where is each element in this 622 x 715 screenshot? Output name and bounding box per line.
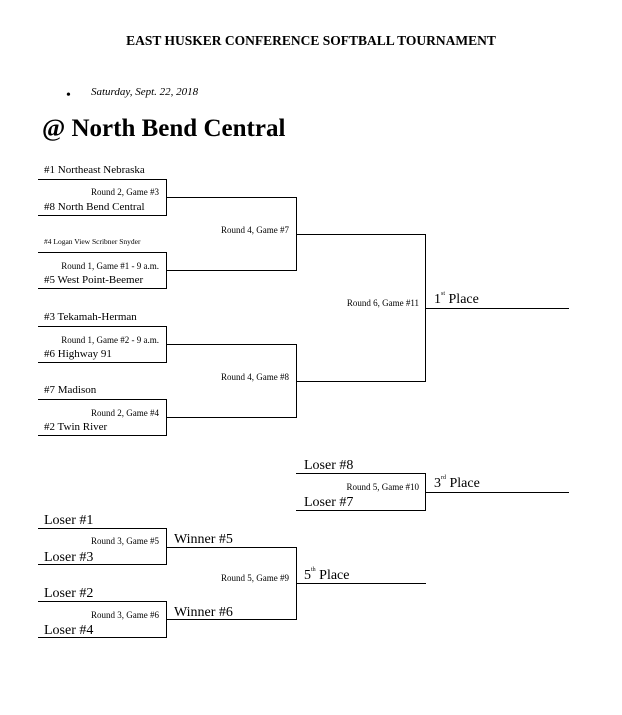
- fifth-place-line: [296, 583, 426, 584]
- team-4: #4 Logan View Scribner Snyder: [44, 237, 141, 246]
- team-3: #3 Tekamah-Herman: [44, 311, 137, 323]
- first-place-num: 1: [434, 292, 441, 307]
- game-9-label: Round 5, Game #9: [221, 573, 289, 583]
- bracket-line: [166, 344, 296, 345]
- team-8: #8 North Bend Central: [44, 201, 145, 213]
- fifth-place-sup: th: [311, 567, 316, 573]
- game-2-label: Round 1, Game #2 - 9 a.m.: [61, 335, 159, 345]
- first-place-label: Place: [448, 292, 479, 307]
- bracket-line: [296, 234, 426, 235]
- game-8-label: Round 4, Game #8: [221, 372, 289, 382]
- game-3-label: Round 2, Game #3: [91, 187, 159, 197]
- first-place-line: [425, 308, 569, 309]
- game-10-label: Round 5, Game #10: [346, 482, 420, 492]
- bracket-line: [166, 547, 296, 548]
- game-11-label: Round 6, Game #11: [346, 298, 419, 308]
- team-7: #7 Madison: [44, 384, 97, 396]
- game-5-label: Round 3, Game #5: [91, 536, 159, 546]
- team-5: #5 West Point-Beemer: [44, 274, 144, 286]
- bracket-line: [38, 399, 167, 400]
- bullet-icon: •: [66, 88, 71, 103]
- game-1-label: Round 1, Game #1 - 9 a.m.: [61, 261, 159, 271]
- bracket-line: [38, 326, 167, 327]
- winner-6: Winner #6: [174, 605, 233, 620]
- loser-4: Loser #4: [44, 623, 94, 638]
- first-place-sup: st: [441, 291, 446, 297]
- third-place-sup: rd: [441, 475, 446, 481]
- winner-5: Winner #5: [174, 532, 233, 547]
- bracket-line: [38, 528, 167, 529]
- bracket-line: [166, 197, 296, 198]
- bracket-line: [38, 435, 167, 436]
- loser-8: Loser #8: [304, 458, 354, 473]
- fifth-place-num: 5: [304, 568, 311, 583]
- loser-1: Loser #1: [44, 513, 94, 528]
- third-place: 3rd Place: [434, 475, 480, 492]
- bracket-line: [166, 528, 167, 565]
- third-place-num: 3: [434, 476, 441, 491]
- bracket-line: [38, 179, 167, 180]
- bracket-line: [38, 215, 167, 216]
- bracket-line: [166, 270, 297, 271]
- page-title: EAST HUSKER CONFERENCE SOFTBALL TOURNAME…: [126, 33, 496, 48]
- team-1: #1 Northeast Nebraska: [44, 164, 145, 176]
- tournament-date: Saturday, Sept. 22, 2018: [91, 86, 199, 98]
- bracket-line: [38, 362, 167, 363]
- team-2: #2 Twin River: [44, 421, 108, 433]
- bracket-line: [166, 417, 297, 418]
- bracket-line: [296, 381, 426, 382]
- third-place-line: [425, 492, 569, 493]
- fifth-place-label: Place: [319, 568, 350, 583]
- team-6: #6 Highway 91: [44, 348, 112, 360]
- loser-3: Loser #3: [44, 550, 94, 565]
- bracket-line: [38, 252, 167, 253]
- fifth-place: 5th Place: [304, 567, 350, 584]
- game-4-label: Round 2, Game #4: [91, 408, 159, 418]
- game-7-label: Round 4, Game #7: [221, 225, 289, 235]
- loser-2: Loser #2: [44, 586, 94, 601]
- loser-7: Loser #7: [304, 495, 354, 510]
- bracket-line: [38, 637, 167, 638]
- bracket-line: [296, 473, 426, 474]
- venue-title: @ North Bend Central: [42, 115, 286, 142]
- bracket-line: [296, 510, 426, 511]
- bracket-line: [38, 564, 167, 565]
- game-6-label: Round 3, Game #6: [91, 610, 159, 620]
- bracket-line: [38, 288, 167, 289]
- third-place-label: Place: [449, 476, 480, 491]
- bracket-line: [38, 601, 167, 602]
- bracket-line: [166, 619, 297, 620]
- first-place: 1st Place: [434, 291, 479, 308]
